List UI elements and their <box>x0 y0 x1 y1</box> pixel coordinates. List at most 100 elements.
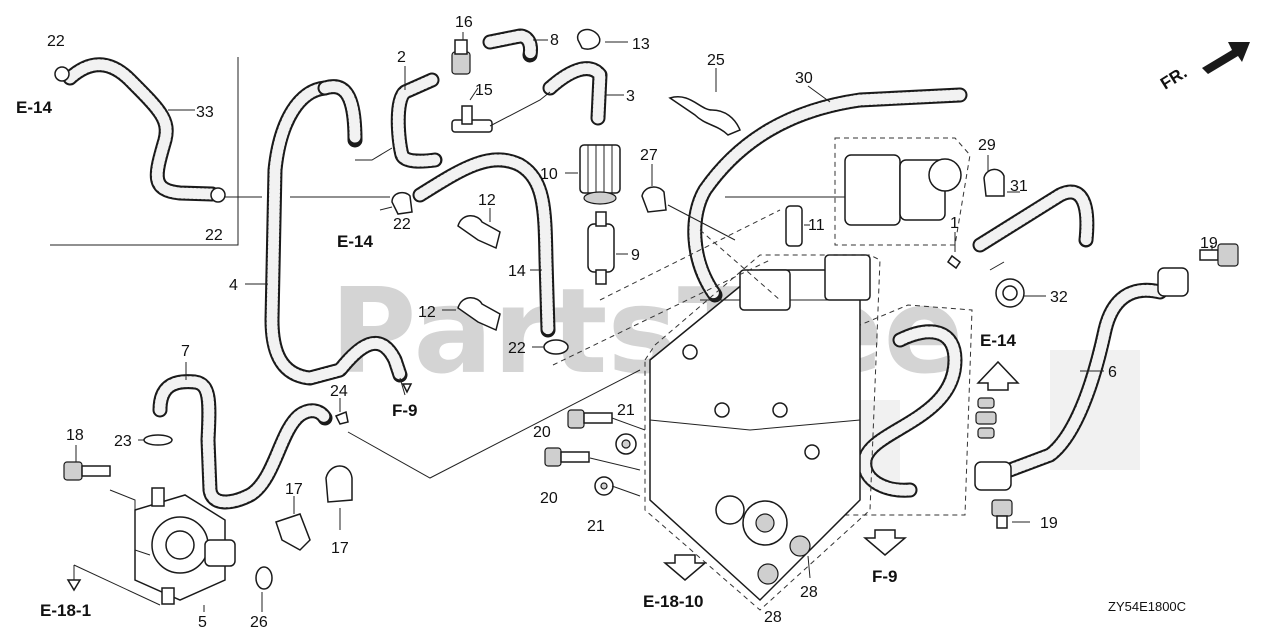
hose-31 <box>972 184 1095 253</box>
ref-e14-mid: E-14 <box>337 232 373 251</box>
front-direction-arrow: FR. <box>1157 42 1250 93</box>
callout-20: 20 <box>540 490 558 507</box>
callout-28: 28 <box>800 584 818 601</box>
callout-22: 22 <box>393 216 411 233</box>
drawing-code: ZY54E1800C <box>1108 599 1186 614</box>
callout-21: 21 <box>617 402 635 419</box>
carburetor-outline <box>834 137 971 246</box>
carburetor-body <box>649 254 871 602</box>
fuel-pipe-6 <box>974 267 1189 491</box>
callout-23: 23 <box>114 433 132 450</box>
callout-32: 32 <box>1050 289 1068 306</box>
hose-lower-right <box>857 324 963 498</box>
callout-25: 25 <box>707 52 725 69</box>
clip-24 <box>334 369 641 479</box>
callout-18: 18 <box>66 427 84 444</box>
bolt-20-lower <box>544 447 641 471</box>
callout-19: 19 <box>1040 515 1058 532</box>
callout-31: 31 <box>1010 178 1028 195</box>
callout-13: 13 <box>632 36 650 53</box>
callout-21: 21 <box>587 518 605 535</box>
callout-15: 15 <box>475 82 493 99</box>
callout-3: 3 <box>626 88 635 105</box>
callout-22: 22 <box>205 227 223 244</box>
connector-16 <box>451 32 471 75</box>
ref-e18-10: E-18-10 <box>643 592 703 611</box>
callout-33: 33 <box>196 104 214 121</box>
hose-2 <box>355 66 443 169</box>
washer-21-lower <box>594 476 641 497</box>
ref-e14-right: E-14 <box>980 331 1016 350</box>
collar-stack <box>975 397 997 439</box>
down-arrow-f9 <box>862 529 908 556</box>
fuel-filter-9 <box>587 211 628 285</box>
leader-dashed-3 <box>552 259 771 366</box>
bolt-19-top <box>1199 243 1239 267</box>
clip-13 <box>576 28 628 50</box>
ref-e18-1: E-18-1 <box>40 601 91 620</box>
clip-25 <box>668 68 741 136</box>
callout-29: 29 <box>978 137 996 154</box>
oring-23 <box>138 434 173 446</box>
ref-e14-topleft: E-14 <box>16 98 52 117</box>
callout-8: 8 <box>550 32 559 49</box>
callout-6: 6 <box>1108 364 1117 381</box>
clip-17-left <box>275 496 311 551</box>
hose-4 <box>245 79 408 396</box>
tee-joint-15 <box>451 87 551 133</box>
callout-17: 17 <box>285 481 303 498</box>
callout-12: 12 <box>418 304 436 321</box>
callout-20: 20 <box>533 424 551 441</box>
callout-17: 17 <box>331 540 349 557</box>
leader-dashed-2 <box>599 209 781 301</box>
callout-26: 26 <box>250 614 268 631</box>
callout-28: 28 <box>764 609 782 626</box>
callout-7: 7 <box>181 343 190 360</box>
washer-26 <box>255 566 273 612</box>
callout-1: 1 <box>950 215 959 232</box>
cap-28-right <box>789 535 811 579</box>
clip-27 <box>641 164 736 241</box>
clip-32 <box>989 261 1046 308</box>
carburetor-detail <box>725 154 962 226</box>
hose-8 <box>482 28 548 63</box>
hose-7 <box>152 362 333 510</box>
clip-12-upper <box>457 208 501 250</box>
clip-22-mid <box>290 191 413 215</box>
callout-4: 4 <box>229 277 238 294</box>
grommet-22 <box>532 339 569 355</box>
up-arrow-e14 <box>976 360 1020 391</box>
down-arrow-e18-10 <box>662 554 708 581</box>
callout-27: 27 <box>640 147 658 164</box>
callout-16: 16 <box>455 14 473 31</box>
callout-30: 30 <box>795 70 813 87</box>
callout-22: 22 <box>47 33 65 50</box>
cap-28-left <box>757 563 779 585</box>
down-arrow-f9-left <box>401 383 413 394</box>
strainer-10 <box>565 144 621 205</box>
pin-1 <box>946 232 962 270</box>
front-label: FR. <box>1157 63 1190 94</box>
callout-19: 19 <box>1200 235 1218 252</box>
clip-12-lower <box>442 297 501 332</box>
callout-24: 24 <box>330 383 348 400</box>
callout-5: 5 <box>198 614 207 631</box>
spacer-11 <box>785 205 810 247</box>
bolt-18 <box>63 445 151 556</box>
hose-30 <box>687 85 968 303</box>
carb-outline <box>644 254 881 611</box>
clip-17-right <box>325 465 353 530</box>
bolt-20-upper <box>567 409 646 431</box>
fuel-pump-5 <box>134 487 236 612</box>
callout-14: 14 <box>508 263 526 280</box>
callout-2: 2 <box>397 49 406 66</box>
hose-14 <box>412 152 556 338</box>
ref-f9-right: F-9 <box>872 567 898 586</box>
hose-3 <box>542 61 624 126</box>
callout-22: 22 <box>508 340 526 357</box>
callout-9: 9 <box>631 247 640 264</box>
callout-12: 12 <box>478 192 496 209</box>
callout-10: 10 <box>540 166 558 183</box>
lower-right-outline <box>844 304 973 516</box>
